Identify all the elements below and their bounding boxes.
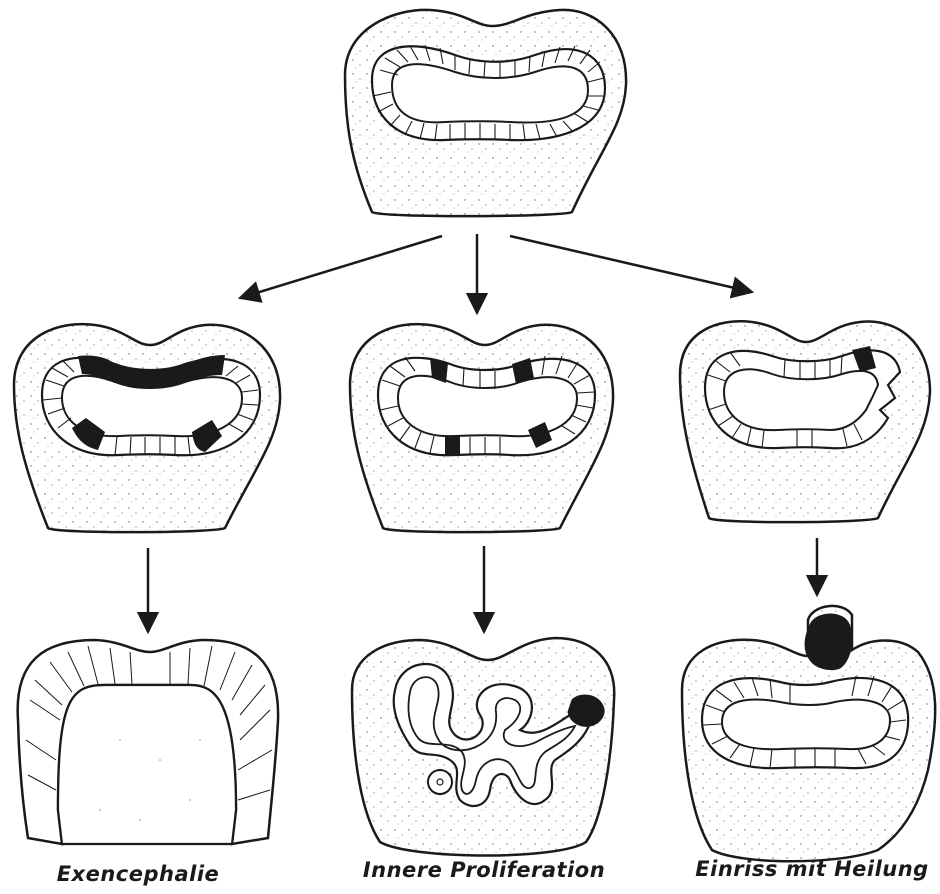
rosette-center [437, 779, 443, 785]
scar-tissue [805, 614, 852, 670]
neural-tube-lumen [722, 699, 890, 749]
caption-einriss-mit-heilung: Einriss mit Heilung [695, 857, 928, 881]
arrow-to-left [240, 236, 442, 298]
section-innere-proliferation [352, 638, 614, 856]
section-normal [345, 10, 626, 216]
proliferation-mass [568, 695, 604, 726]
exencephaly-inner [58, 685, 236, 844]
caption-innere-proliferation: Innere Proliferation [363, 858, 605, 882]
section-left-middle [14, 324, 280, 532]
down-arrows [148, 538, 817, 632]
caption-exencephalie: Exencephalie [57, 862, 220, 886]
dark-spot-ventral-left [445, 436, 460, 455]
section-einriss-mit-heilung [682, 606, 935, 861]
section-exencephalie [18, 640, 278, 844]
neural-tube-lumen [724, 369, 878, 430]
branch-arrows [240, 234, 752, 313]
arrow-to-right [510, 236, 752, 292]
section-right-middle [680, 321, 930, 522]
section-center-middle [350, 324, 613, 532]
